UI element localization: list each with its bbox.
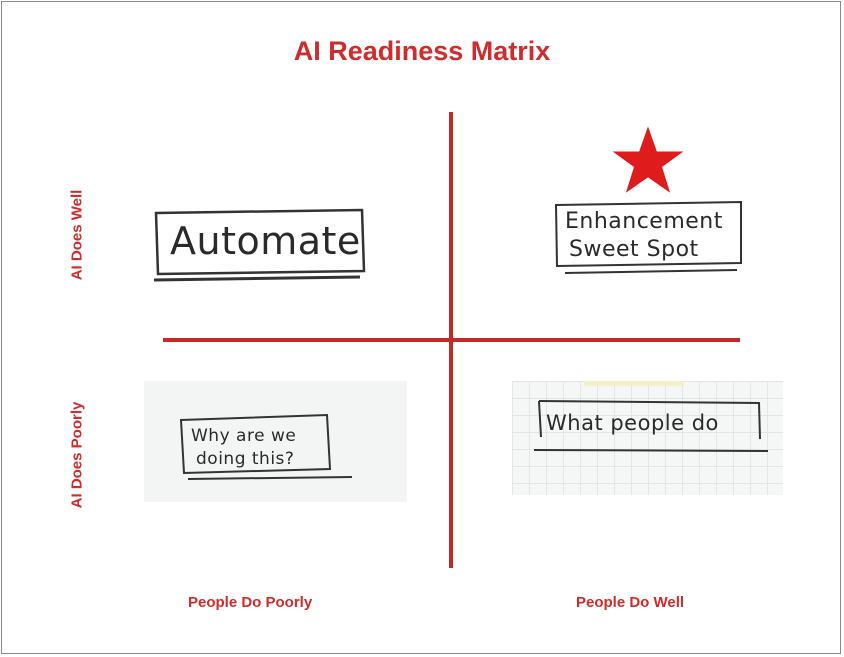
star-icon xyxy=(611,125,685,195)
quadrant-bottom-left-note: Why are we doing this? xyxy=(144,381,407,502)
horizontal-axis-line xyxy=(163,338,740,342)
quadrant-top-left-text: Automate xyxy=(170,219,361,263)
quadrant-top-right-text-line1: Enhancement xyxy=(565,209,723,234)
y-axis-top-label: AI Does Well xyxy=(69,190,86,281)
quadrant-bottom-left-text-line2: doing this? xyxy=(196,449,294,469)
quadrant-top-right-text-line2: Sweet Spot xyxy=(569,237,699,262)
note-box-outline xyxy=(512,381,783,495)
quadrant-top-left-note: Automate xyxy=(150,205,368,287)
quadrant-top-right-note: Enhancement Sweet Spot xyxy=(551,197,747,279)
diagram-title: AI Readiness Matrix xyxy=(0,36,844,67)
y-axis-bottom-label: AI Does Poorly xyxy=(69,402,86,509)
quadrant-bottom-right-note: What people do xyxy=(512,381,783,495)
quadrant-bottom-right-text: What people do xyxy=(546,411,719,435)
x-axis-left-label: People Do Poorly xyxy=(188,594,312,611)
quadrant-bottom-left-text-line1: Why are we xyxy=(191,426,296,446)
x-axis-right-label: People Do Well xyxy=(576,594,684,611)
